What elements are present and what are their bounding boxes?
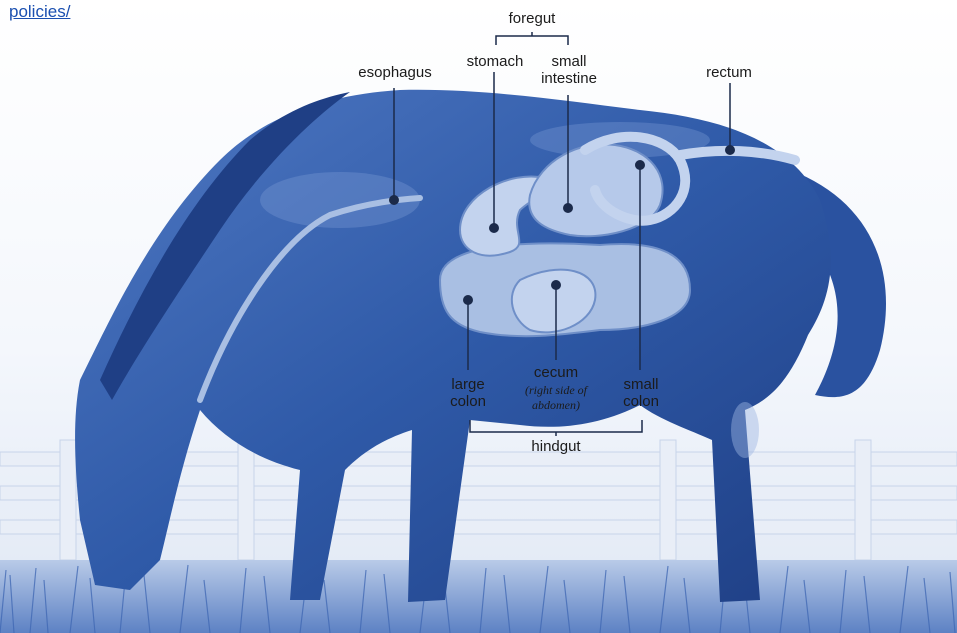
cecum-label: cecum (526, 364, 586, 381)
small-intestine-dot (563, 203, 573, 213)
stomach-label: stomach (462, 53, 528, 70)
cecum-note: (right side of abdomen) (508, 383, 604, 413)
cecum-note-line1: (right side of (508, 383, 604, 398)
foregut-label: foregut (507, 10, 557, 27)
small-colon-label-line2: colon (612, 393, 670, 410)
cecum-note-line2: abdomen) (508, 398, 604, 413)
rectum-label: rectum (700, 64, 758, 81)
policies-link[interactable]: policies/ (9, 2, 70, 22)
esophagus-label: esophagus (355, 64, 435, 81)
small-intestine-label-line1: small (535, 53, 603, 70)
stomach-dot (489, 223, 499, 233)
large-colon-label-line2: colon (440, 393, 496, 410)
large-colon-label: large colon (440, 376, 496, 410)
rectum-dot (725, 145, 735, 155)
small-colon-label-line1: small (612, 376, 670, 393)
small-colon-label: small colon (612, 376, 670, 410)
cecum-dot (551, 280, 561, 290)
hindgut-label: hindgut (522, 438, 590, 455)
small-colon-dot (635, 160, 645, 170)
small-intestine-label-line2: intestine (535, 70, 603, 87)
esophagus-dot (389, 195, 399, 205)
small-intestine-label: small intestine (535, 53, 603, 87)
large-colon-dot (463, 295, 473, 305)
large-colon-label-line1: large (440, 376, 496, 393)
